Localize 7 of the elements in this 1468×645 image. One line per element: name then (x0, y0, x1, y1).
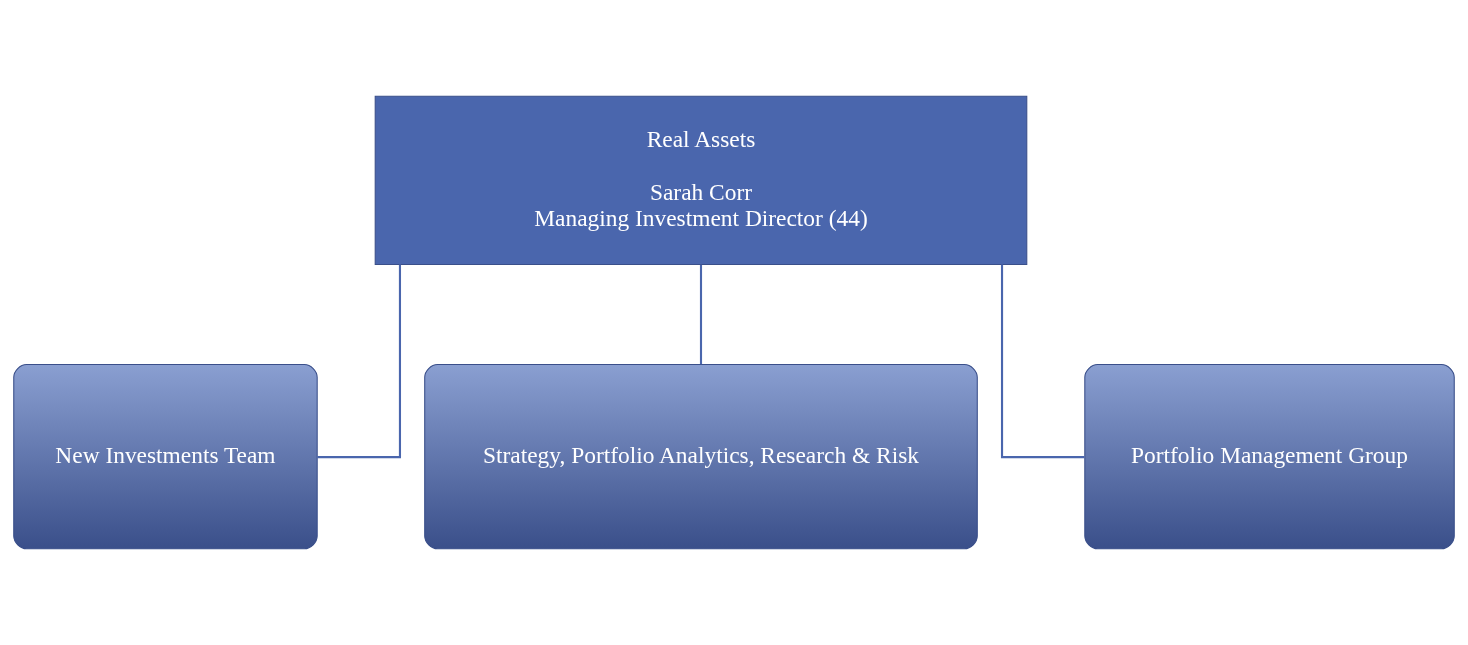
node-box: Real Assets Sarah Corr Managing Investment Director (44) (374, 95, 1028, 265)
connector (1000, 264, 1085, 459)
connector (699, 264, 703, 365)
connector (317, 264, 402, 459)
node-box: Strategy, Portfolio Analytics, Research & Risk (424, 364, 978, 550)
node-box: Portfolio Management Group (1084, 364, 1455, 550)
node-box: New Investments Team (13, 364, 318, 550)
